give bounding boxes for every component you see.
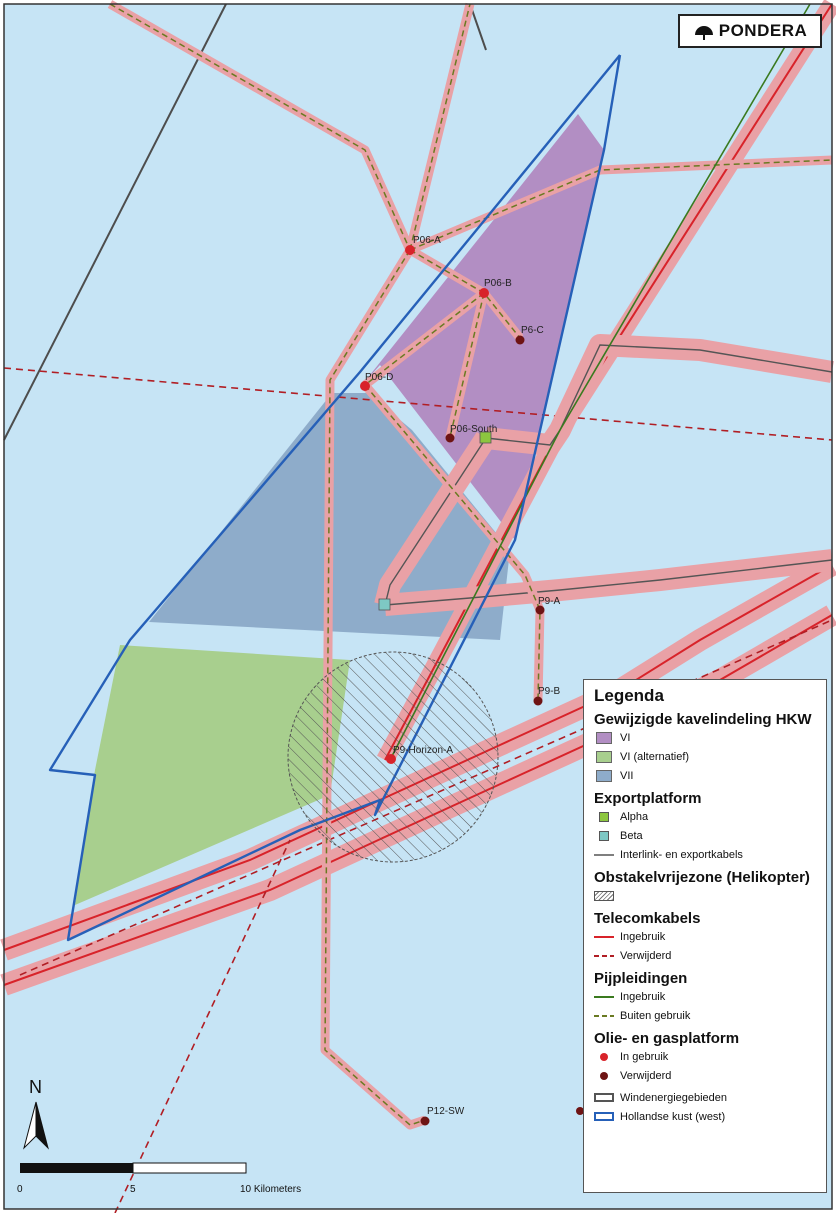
swatch-wind (594, 1093, 614, 1102)
legend-item-vii: VII (594, 766, 816, 785)
north-arrow-letter: N (29, 1077, 42, 1097)
platform-markers (360, 245, 584, 1126)
legend-label: In gebruik (620, 1050, 669, 1063)
legend-item-wind: Windenergiegebieden (594, 1088, 816, 1107)
pipeline-line-icon (594, 995, 614, 998)
platform-removed-dot-icon (600, 1071, 608, 1080)
legend-item-alpha: Alpha (594, 807, 816, 826)
platform-label: P9-A (538, 596, 561, 607)
platform-p9-b[interactable] (533, 696, 543, 706)
legend-item-vi: VI (594, 728, 816, 747)
legend-item-vi-alt: VI (alternatief) (594, 747, 816, 766)
legend-label: Ingebruik (620, 990, 666, 1003)
legend-label: Interlink- en exportkabels (620, 848, 743, 861)
pipelines-in-use (389, 3, 811, 761)
legend-heading-export: Exportplatform (594, 790, 702, 807)
swatch-kust (594, 1112, 614, 1121)
scale-bar: 0 5 10 Kilometers (17, 1162, 301, 1195)
telecom-line-icon (594, 935, 614, 938)
platform-unlabeled-south[interactable] (576, 1107, 584, 1115)
swatch-vi (596, 731, 612, 744)
swatch-vi-alt (596, 750, 612, 763)
platform-label: P6-C (521, 325, 544, 336)
map-frame (3, 3, 833, 1210)
swatch-beta (599, 830, 609, 841)
pondera-logo: PONDERA (678, 14, 822, 48)
platform-label: P06-A (413, 235, 441, 246)
platform-p12-sw[interactable] (420, 1116, 430, 1126)
export-platform-beta[interactable] (378, 598, 391, 611)
platform-label: P06-B (484, 278, 512, 289)
legend-label: Buiten gebruik (620, 1009, 691, 1022)
pipeline-dashed-line-icon (594, 1014, 614, 1017)
platform-label: P9-B (538, 686, 561, 697)
legend-heading-kavel: Gewijzigde kavelindeling HKW (594, 711, 812, 728)
legend-label: VII (620, 769, 634, 782)
legend-label: VI (620, 731, 631, 744)
platform-active-dot-icon (600, 1052, 608, 1061)
legend-item-beta: Beta (594, 826, 816, 845)
hollandse-kust-boundary (48, 54, 622, 942)
legend-label: VI (alternatief) (620, 750, 690, 763)
export-cable-line-icon (594, 853, 614, 856)
platform-p06-a[interactable] (405, 245, 415, 255)
platform-label: P06-D (365, 372, 393, 383)
legend-item-telecom-in-use: Ingebruik (594, 927, 816, 946)
platform-label: P12-SW (427, 1106, 465, 1117)
legend-heading-telecom: Telecomkabels (594, 910, 701, 927)
legend-item-platform-active: In gebruik (594, 1047, 816, 1066)
scale-label-10: 10 Kilometers (240, 1184, 301, 1195)
kavel-vi-area (362, 114, 604, 540)
legend-item-kust: Hollandse kust (west) (594, 1107, 816, 1126)
scale-label-0: 0 (17, 1184, 23, 1195)
swatch-alpha (599, 811, 609, 822)
platform-p06-d[interactable] (360, 381, 370, 391)
legend-title: Legenda (594, 686, 664, 705)
legend-item-telecom-removed: Verwijderd (594, 946, 816, 965)
legend-label: Hollandse kust (west) (620, 1110, 726, 1123)
legend-label: Verwijderd (620, 1069, 672, 1082)
legend-item-cables: Interlink- en exportkabels (594, 845, 816, 864)
legend-heading-olie: Olie- en gasplatform (594, 1030, 740, 1047)
telecom-dashed-line-icon (594, 954, 614, 957)
legend-label: Beta (620, 829, 643, 842)
platform-p06-south[interactable] (445, 433, 455, 443)
legend-label: Windenergiegebieden (620, 1091, 728, 1104)
export-platform-alpha[interactable] (479, 431, 492, 444)
legend-item-hatch (594, 886, 816, 905)
legend-label: Verwijderd (620, 949, 672, 962)
legend-item-pipe-out: Buiten gebruik (594, 1006, 816, 1025)
legend-panel: Legenda Gewijzigde kavelindeling HKW VI … (583, 679, 827, 1193)
pondera-logo-icon (694, 26, 713, 40)
legend-label: Ingebruik (620, 930, 666, 943)
platform-label: P9-Horizon-A (393, 745, 453, 756)
swatch-vii (596, 769, 612, 782)
legend-heading-obstakel: Obstakelvrijezone (Helikopter) (594, 869, 810, 886)
legend-item-platform-removed: Verwijderd (594, 1066, 816, 1085)
legend-label: Alpha (620, 810, 649, 823)
platform-labels: P06-A P06-B P6-C P06-D P06-South P9-A P9… (365, 235, 561, 1117)
platform-p06-b[interactable] (479, 288, 489, 298)
logo-text: PONDERA (718, 21, 808, 40)
legend-item-pipe-in-use: Ingebruik (594, 987, 816, 1006)
north-arrow-icon: N (23, 1077, 49, 1150)
platform-p9-a[interactable] (535, 605, 545, 615)
scale-label-5: 5 (130, 1184, 136, 1195)
platform-p6-c[interactable] (515, 335, 525, 345)
kavel-vi-alt-area (75, 645, 350, 905)
platform-p9-horizon-a[interactable] (386, 754, 396, 764)
legend-heading-pijp: Pijpleidingen (594, 970, 688, 987)
pipelines-out-of-use (109, 3, 833, 1126)
platform-label: P06-South (450, 424, 497, 435)
swatch-hatch (594, 890, 614, 901)
